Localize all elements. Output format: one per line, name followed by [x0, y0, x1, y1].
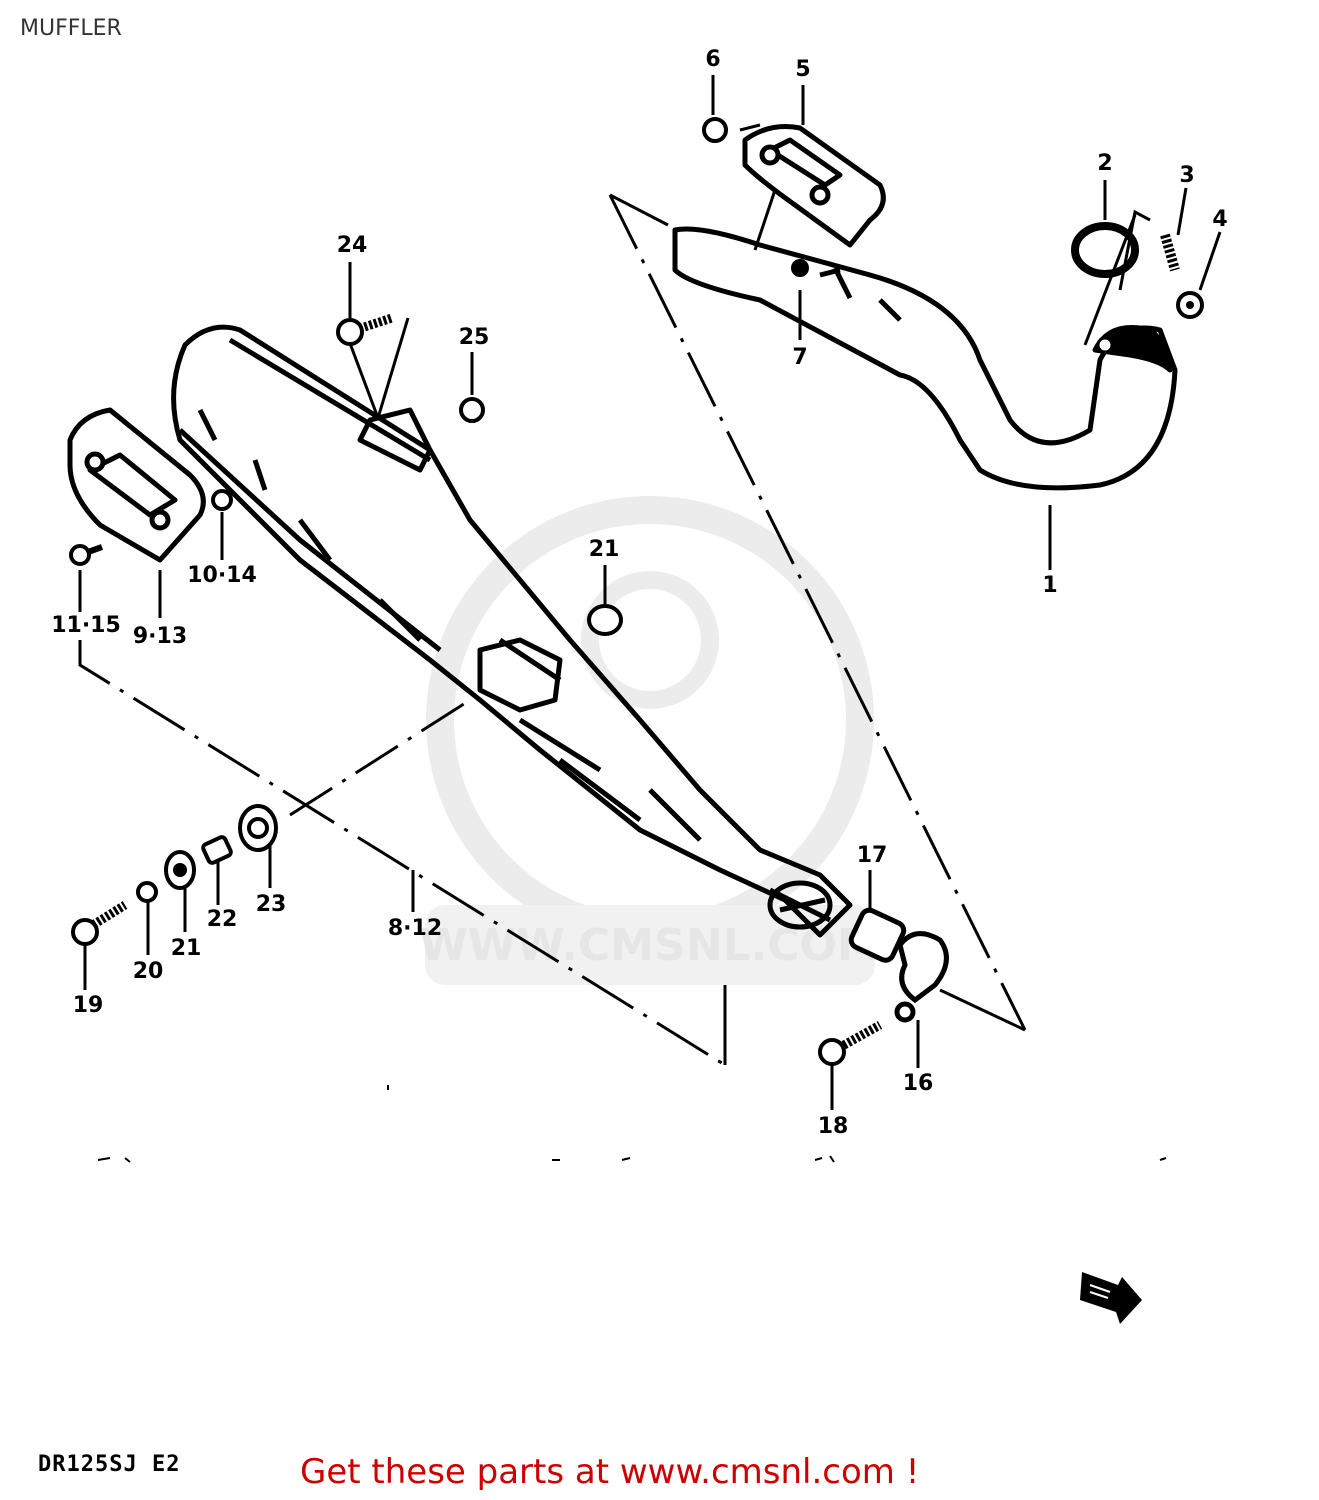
- callout-10-14: 10·14: [187, 563, 257, 588]
- callout-23: 23: [256, 892, 287, 917]
- washer-10-14: [211, 489, 233, 511]
- callout-16: 16: [903, 1071, 934, 1096]
- callout-22: 22: [207, 907, 238, 932]
- washer-6: [702, 117, 761, 143]
- page-title: MUFFLER: [20, 16, 122, 41]
- callout-21-lower: 21: [171, 936, 202, 961]
- model-code: DR125SJ E2: [38, 1452, 181, 1477]
- callout-11-15: 11·15: [51, 613, 121, 638]
- bolt-24: [336, 313, 394, 346]
- cmsnl-watermark: WWW.CMSNL.COM: [419, 496, 881, 985]
- buy-parts-link[interactable]: Get these parts at www.cmsnl.com !: [300, 1452, 920, 1492]
- scan-marks: [97, 1085, 1167, 1163]
- bolt-18: [818, 1021, 883, 1066]
- callout-ticks: [78, 75, 1222, 1110]
- callout-21-upper: 21: [589, 537, 620, 562]
- callout-18: 18: [818, 1114, 849, 1139]
- callout-4: 4: [1212, 207, 1227, 232]
- callout-17: 17: [857, 843, 888, 868]
- stud-and-nut: [1160, 233, 1204, 319]
- callout-labels: 1 2 3 4 5 6 7 8·12 9·13 10·14 11·15 16 1…: [51, 47, 1227, 1139]
- collar-22: [201, 835, 233, 865]
- front-arrow-icon: [1080, 1272, 1142, 1324]
- callout-8-12: 8·12: [388, 916, 442, 941]
- clamp-16: [894, 931, 949, 1023]
- callout-9-13: 9·13: [133, 624, 187, 649]
- washer-20: [136, 881, 158, 903]
- callout-7: 7: [792, 345, 807, 370]
- callout-6: 6: [705, 47, 720, 72]
- callout-5: 5: [795, 57, 810, 82]
- washer-21b: [587, 604, 623, 636]
- callout-24: 24: [337, 233, 368, 258]
- callout-20: 20: [133, 959, 164, 984]
- pipe-heat-shield: [742, 124, 886, 248]
- callout-1: 1: [1042, 573, 1057, 598]
- leader-lines: [78, 189, 1151, 1067]
- muffler-heat-shield: [67, 407, 206, 563]
- callout-19: 19: [73, 993, 104, 1018]
- nut-25: [459, 397, 485, 423]
- callout-2: 2: [1097, 151, 1112, 176]
- callout-3: 3: [1179, 163, 1194, 188]
- callout-25: 25: [459, 325, 490, 350]
- gasket-17: [848, 907, 907, 963]
- screw-11-15: [69, 544, 104, 566]
- muffler-body: [171, 324, 853, 938]
- mount-hardware: [71, 604, 623, 946]
- exhaust-pipe: [672, 226, 1178, 491]
- grommet-7: [791, 259, 809, 277]
- gasket-ring: [1071, 222, 1139, 278]
